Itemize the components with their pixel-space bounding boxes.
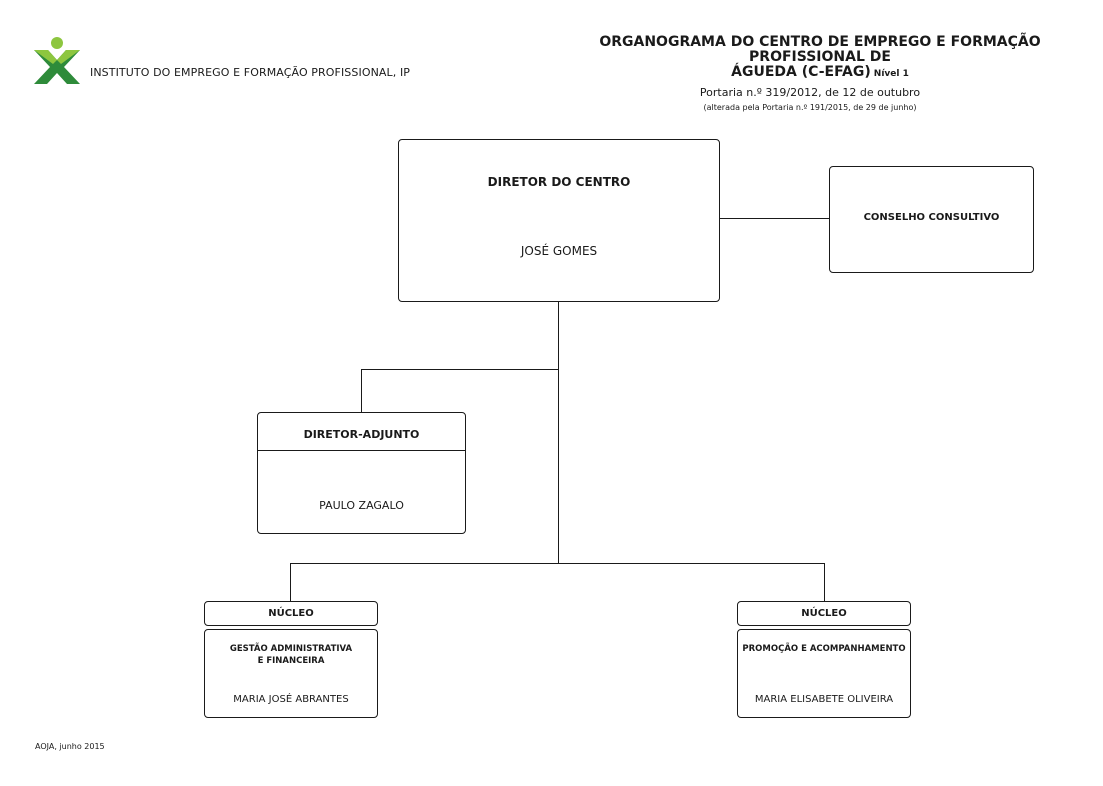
title-line-2: ÁGUEDA (C-EFAG)Nível 1 (560, 65, 1080, 82)
council-box: CONSELHO CONSULTIVO (829, 166, 1034, 273)
director-title: DIRETOR DO CENTRO (487, 175, 631, 189)
portaria-reference: Portaria n.º 319/2012, de 12 de outubro (699, 86, 921, 99)
deputy-name: PAULO ZAGALO (319, 499, 404, 512)
nucleo-right-title-line-1: PROMOÇÃO E ACOMPANHAMENTO (742, 644, 906, 654)
level-label: Nível 1 (873, 69, 909, 79)
director-box: DIRETOR DO CENTRO JOSÉ GOMES (398, 139, 720, 302)
connector-nucleo-left-vertical (290, 563, 291, 602)
nucleo-left-title-line-2: E FINANCEIRA (257, 656, 325, 666)
nucleo-left-title-line-1: GESTÃO ADMINISTRATIVA (229, 644, 353, 654)
council-title: CONSELHO CONSULTIVO (863, 212, 1000, 223)
nucleo-left-name: MARIA JOSÉ ABRANTES (233, 694, 349, 705)
nucleo-right-title: PROMOÇÃO E ACOMPANHAMENTO (738, 643, 910, 655)
nucleo-left-title: GESTÃO ADMINISTRATIVA E FINANCEIRA (205, 643, 377, 667)
title-line-1: ORGANOGRAMA DO CENTRO DE EMPREGO E FORMA… (599, 34, 1041, 65)
nucleo-left-header-label: NÚCLEO (268, 608, 314, 619)
connector-nucleo-right-vertical (824, 563, 825, 602)
nucleo-right-header: NÚCLEO (737, 601, 911, 626)
connector-deputy-horizontal (361, 369, 559, 370)
organization-name: INSTITUTO DO EMPREGO E FORMAÇÃO PROFISSI… (90, 66, 411, 79)
title-line-2-text: ÁGUEDA (C-EFAG) (731, 64, 871, 80)
nucleo-left-box: GESTÃO ADMINISTRATIVA E FINANCEIRA MARIA… (204, 629, 378, 718)
connector-deputy-vertical (361, 369, 362, 413)
nucleo-right-box: PROMOÇÃO E ACOMPANHAMENTO MARIA ELISABET… (737, 629, 911, 718)
deputy-director-box: DIRETOR-ADJUNTO PAULO ZAGALO (257, 412, 466, 534)
deputy-divider (258, 450, 465, 451)
nucleo-left-header: NÚCLEO (204, 601, 378, 626)
nucleo-right-name: MARIA ELISABETE OLIVEIRA (754, 694, 894, 705)
iefp-logo-icon (34, 37, 80, 84)
portaria-amendment-note: (alterada pela Portaria n.º 191/2015, de… (703, 103, 917, 112)
director-name: JOSÉ GOMES (520, 244, 598, 258)
footer-note: AOJA, junho 2015 (35, 742, 105, 751)
connector-nucleos-horizontal (290, 563, 825, 564)
deputy-title: DIRETOR-ADJUNTO (303, 428, 420, 441)
connector-director-trunk (558, 302, 559, 563)
page-title: ORGANOGRAMA DO CENTRO DE EMPREGO E FORMA… (560, 35, 1080, 82)
connector-director-council (720, 218, 830, 219)
nucleo-right-header-label: NÚCLEO (801, 608, 847, 619)
